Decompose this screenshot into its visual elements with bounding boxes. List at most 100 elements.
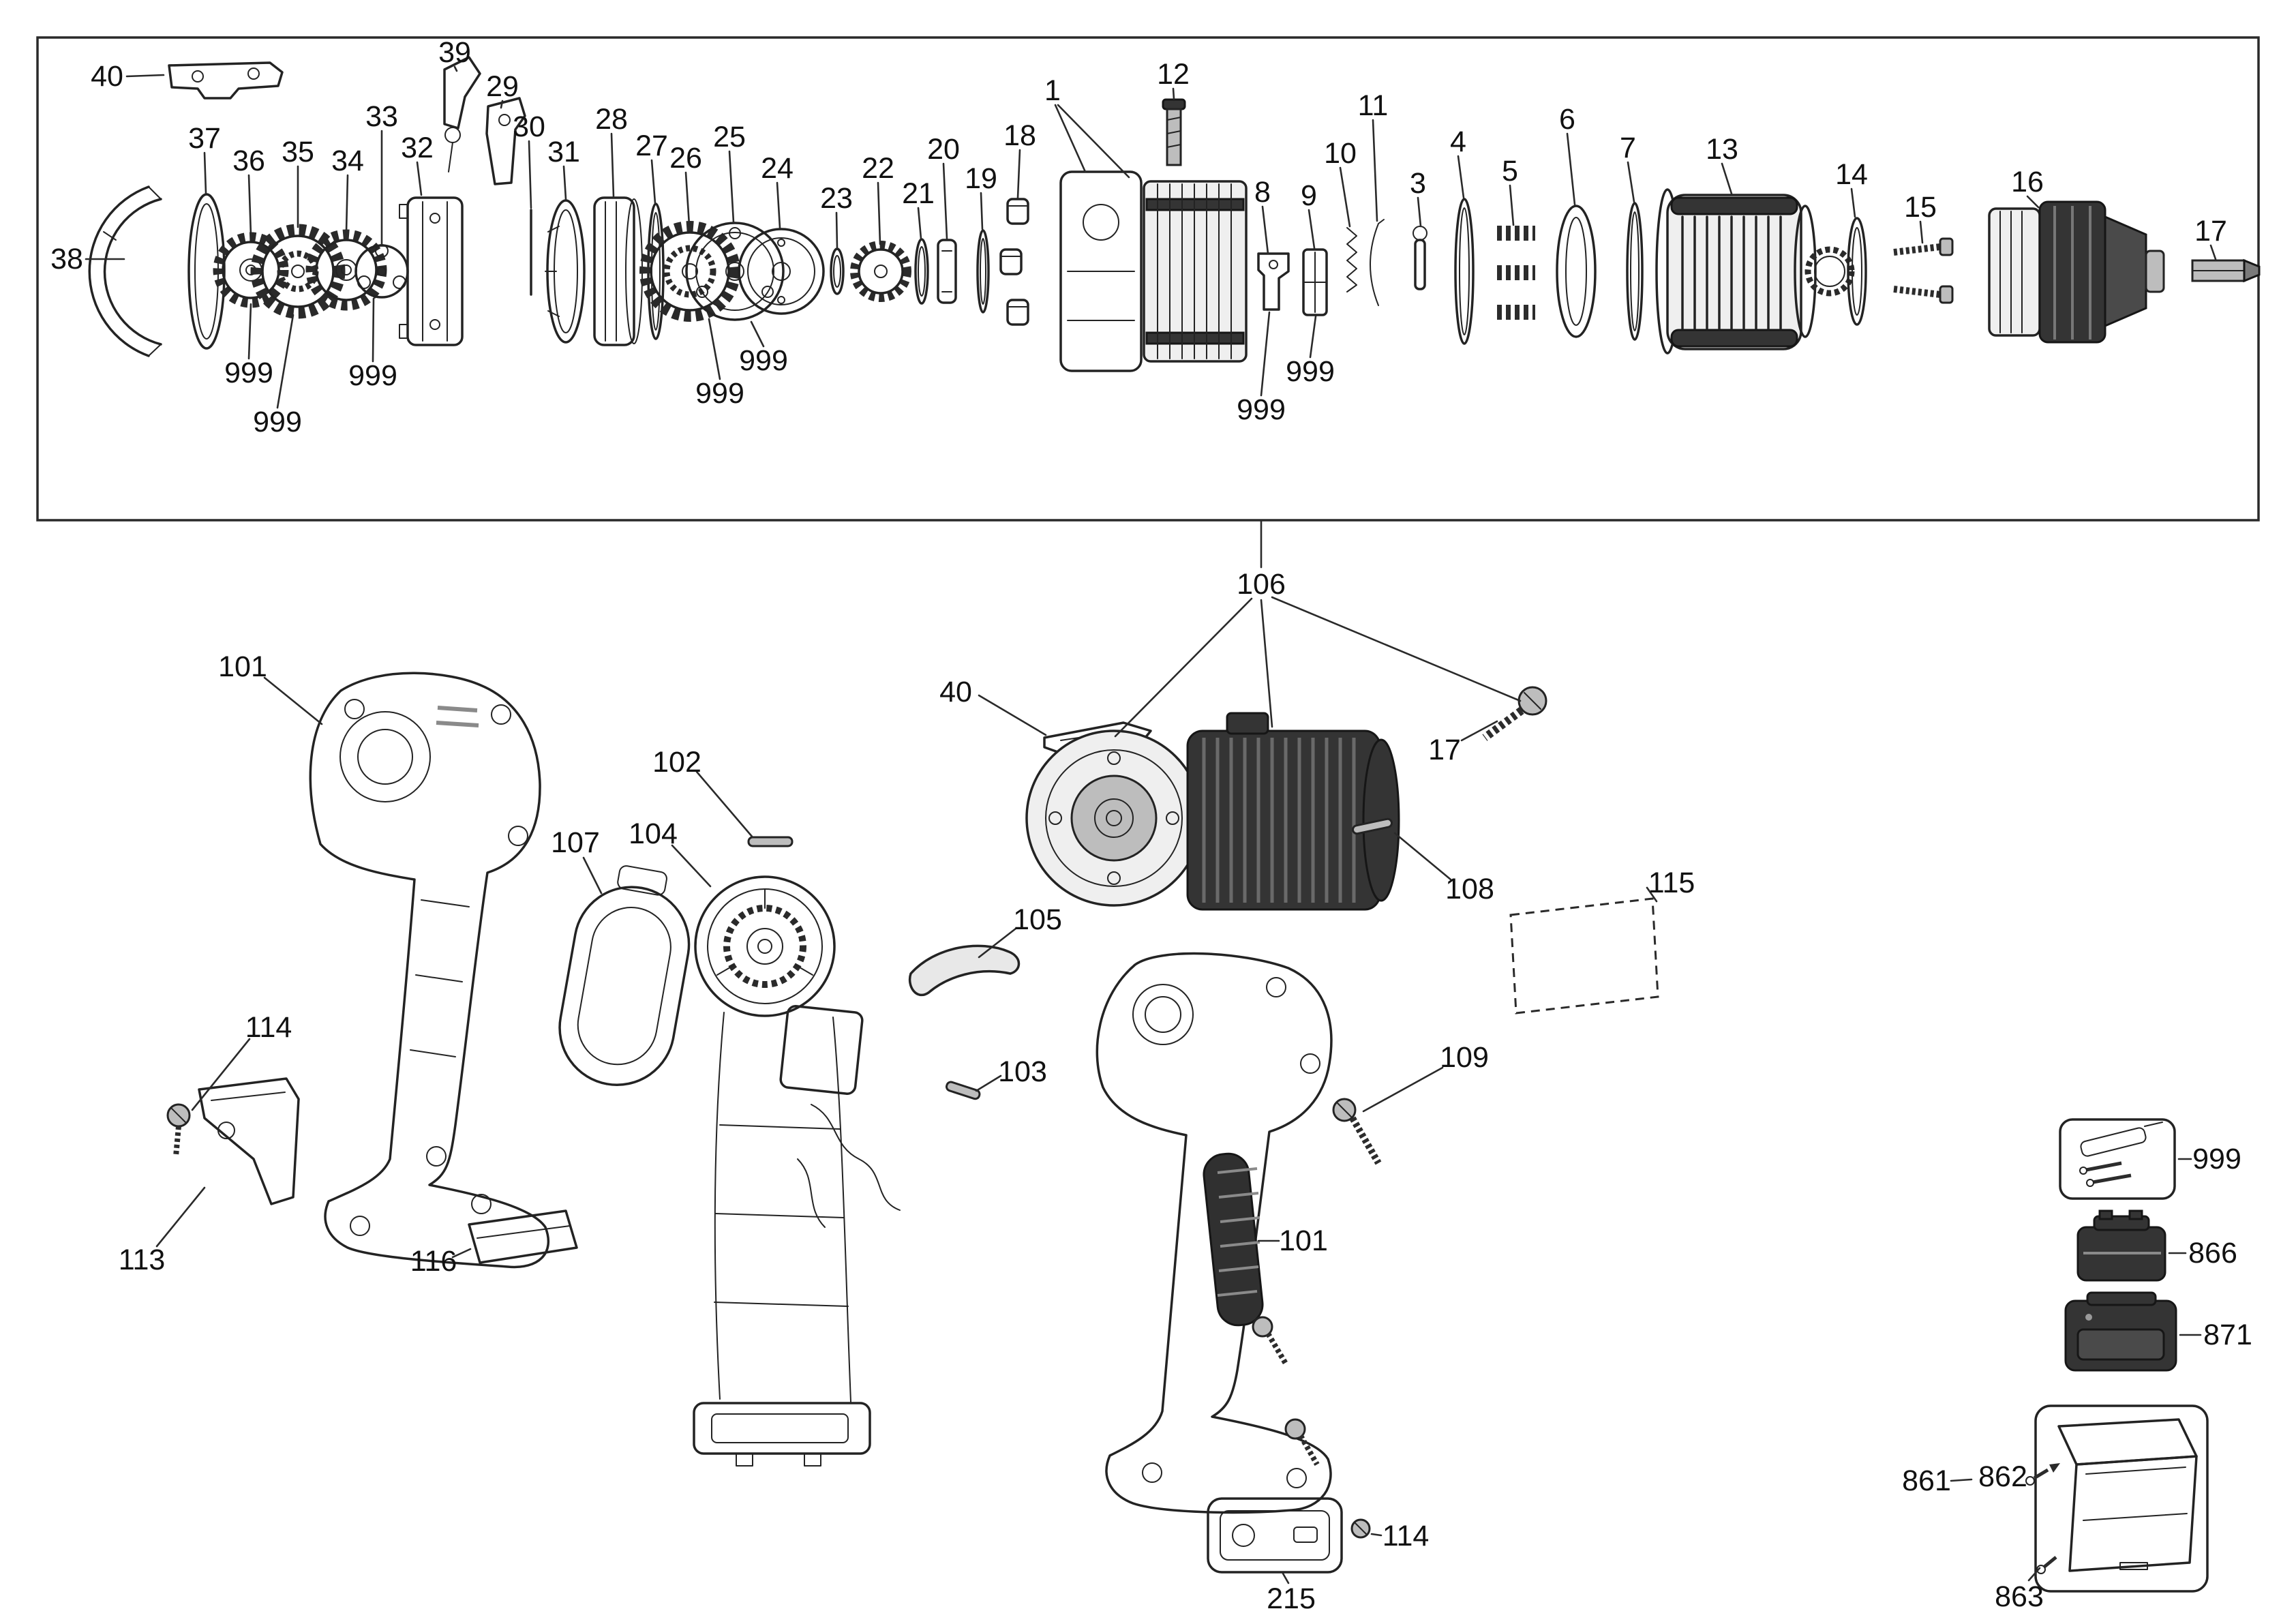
callout-bottom-115: 115 (1648, 867, 1695, 899)
part-12-screw (1162, 98, 1186, 166)
part-22-gear (850, 241, 911, 302)
callout-top-37: 37 (188, 122, 221, 155)
callout-top-19: 19 (965, 162, 997, 195)
callout-top-999-b: 999 (253, 406, 302, 438)
callout-top-5: 5 (1502, 155, 1518, 187)
callout-bottom-108: 108 (1445, 873, 1494, 905)
callout-bottom-116: 116 (410, 1245, 457, 1278)
part-999-service-kit (2059, 1118, 2176, 1200)
part-871-charger (2064, 1291, 2177, 1372)
callout-top-30: 30 (513, 110, 545, 143)
bottom-exploded-assembly (166, 672, 1659, 1574)
part-17-bit (2191, 258, 2261, 283)
callout-top-25: 25 (713, 121, 746, 153)
callout-top-999-e: 999 (739, 344, 788, 377)
part-5-springs (1497, 226, 1535, 320)
callout-top-3: 3 (1410, 167, 1426, 200)
part-16-chuck (1988, 200, 2165, 344)
callout-top-34: 34 (331, 145, 364, 177)
callouts: 40 39 29 30 33 28 37 36 35 34 32 31 27 2… (50, 36, 2252, 1615)
callout-bottom-114-right: 114 (1383, 1520, 1430, 1552)
callout-top-4: 4 (1450, 125, 1466, 158)
part-113-belt-hook (198, 1077, 300, 1205)
part-115-dashed-label (1509, 897, 1659, 1014)
part-8-bracket (1257, 252, 1290, 311)
callout-top-20: 20 (927, 133, 960, 166)
callout-top-35: 35 (282, 136, 314, 168)
part-31-spring-ring (545, 199, 586, 344)
part-17-screw-bottom (1482, 686, 1547, 741)
callout-top-16: 16 (2011, 166, 2044, 198)
callout-top-39: 39 (438, 36, 471, 69)
part-102-shaft (747, 836, 794, 847)
part-114-left-screw (166, 1103, 191, 1157)
callout-top-1: 1 (1044, 74, 1061, 107)
callout-top-33: 33 (365, 100, 398, 133)
accessory-column (2025, 1118, 2209, 1593)
gearbox-frame (36, 36, 2260, 522)
callout-top-9: 9 (1301, 179, 1317, 212)
part-19-washer (976, 229, 990, 314)
callout-top-29: 29 (486, 70, 519, 103)
part-25-carrier (685, 222, 785, 321)
callout-top-18: 18 (1003, 119, 1036, 152)
callout-top-7: 7 (1620, 132, 1636, 164)
part-10-spring (1346, 227, 1357, 292)
callout-bottom-101-right: 101 (1279, 1224, 1328, 1257)
callout-top-6: 6 (1559, 103, 1575, 136)
part-21-washer (914, 238, 929, 305)
callout-top-8: 8 (1254, 176, 1271, 209)
callout-bottom-101-left: 101 (218, 650, 267, 683)
part-26-gear (639, 221, 740, 322)
callout-side-866: 866 (2188, 1237, 2237, 1269)
part-862-screw (2025, 1463, 2060, 1486)
part-15-screws (1893, 237, 1954, 304)
top-exploded-assembly (88, 56, 2261, 372)
callout-bottom-107: 107 (551, 826, 600, 859)
callout-top-999-f: 999 (1237, 393, 1286, 426)
callout-top-999-a: 999 (224, 357, 273, 389)
callout-top-28: 28 (595, 103, 628, 136)
callout-bottom-106: 106 (1237, 568, 1286, 601)
part-11-wire-clip (1370, 219, 1385, 306)
leader-lines (85, 65, 2217, 1584)
part-104-motor-switch-assembly (693, 875, 901, 1467)
callout-bottom-109: 109 (1440, 1041, 1489, 1074)
callout-top-999-d: 999 (695, 377, 744, 410)
part-106-motor (1025, 712, 1400, 911)
part-20-spacer (937, 239, 957, 304)
callout-bottom-105: 105 (1013, 903, 1062, 936)
part-107-housing-insert (558, 865, 691, 1086)
part-6-cam-ring (1556, 205, 1597, 338)
part-24-clutch-plate (738, 228, 825, 315)
callout-top-40: 40 (91, 60, 123, 93)
callout-bottom-40: 40 (939, 676, 972, 708)
callout-bottom-17: 17 (1428, 734, 1461, 766)
part-103-pin (945, 1081, 981, 1100)
callout-top-12: 12 (1157, 58, 1190, 91)
part-4-washer (1454, 198, 1475, 345)
callout-bottom-113: 113 (119, 1244, 166, 1276)
part-215-foot (1207, 1497, 1343, 1574)
callout-top-21: 21 (902, 177, 935, 210)
part-101-left-housing (309, 672, 550, 1269)
part-39-lever (443, 56, 481, 172)
callout-bottom-114-left: 114 (245, 1011, 292, 1044)
part-1-gearbox-housing (1059, 170, 1248, 372)
part-114-right-screw (1350, 1518, 1371, 1539)
part-14-bearing-washer (1847, 217, 1867, 326)
callout-top-31: 31 (547, 136, 580, 168)
part-116-label-sticker (468, 1209, 578, 1264)
callout-top-38: 38 (50, 243, 83, 275)
part-38-clip (88, 185, 162, 357)
part-29-shift-plate (485, 97, 526, 185)
part-34-gear (305, 229, 387, 311)
part-18-magnets (999, 198, 1029, 326)
callout-top-999-c: 999 (348, 359, 397, 392)
callout-top-14: 14 (1835, 158, 1868, 191)
callout-top-15: 15 (1904, 191, 1937, 224)
part-861-kit-box (2034, 1404, 2209, 1593)
part-101-right-housing (1096, 952, 1333, 1514)
